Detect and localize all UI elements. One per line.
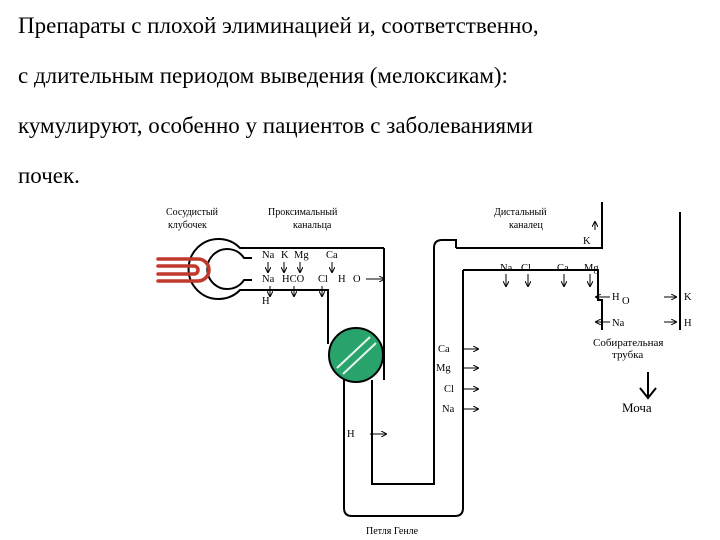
ion-ca: Ca: [326, 250, 338, 261]
proximal-ions: Na K Mg Ca Na HCO Cl H O H: [262, 250, 384, 307]
ion-na: Na: [262, 250, 275, 261]
collecting-label-1: Собирательная: [593, 337, 663, 349]
distal-tubule: [456, 202, 681, 330]
ion-h2: H: [338, 274, 346, 285]
glomerulus-label-2: клубочек: [168, 220, 207, 231]
glomerulus-vessel: [156, 257, 211, 283]
distal-ion-ca: Ca: [557, 263, 569, 274]
henle-ion-na: Na: [442, 404, 455, 415]
ion-o: O: [353, 274, 361, 285]
distal-label-1: Дистальный: [494, 207, 547, 218]
text-line-1: Препараты с плохой элиминацией и, соотве…: [18, 13, 539, 38]
distal-ion-k: K: [583, 236, 591, 247]
collecting-ion-na: Na: [612, 318, 625, 329]
proximal-label-1: Проксимальный: [268, 207, 338, 218]
collecting-ion-h: H: [684, 318, 692, 329]
distal-label-2: каналец: [509, 220, 543, 231]
henle-label: Петля Генле: [366, 526, 419, 537]
ion-h: H: [262, 296, 270, 307]
ion-k: K: [281, 250, 289, 261]
distal-ion-cl: Cl: [521, 263, 531, 274]
collecting-ion-k: K: [684, 292, 692, 303]
proximal-label-2: канальца: [293, 220, 332, 231]
distal-ion-mg: Mg: [584, 263, 599, 274]
ion-cl: Cl: [318, 274, 328, 285]
ion-na-2: Na: [262, 274, 275, 285]
collecting-ions: H O K Na H: [596, 292, 692, 329]
proximal-tubule: [252, 247, 385, 344]
distal-ion-na: Na: [500, 263, 513, 274]
distal-ions: K Na Cl Ca Mg: [500, 222, 599, 286]
ion-mg: Mg: [294, 250, 309, 261]
henle-ion-cl: Cl: [444, 384, 454, 395]
glomerulus-label-1: Сосудистый: [166, 207, 219, 218]
description-text: Препараты с плохой элиминацией и, соотве…: [18, 6, 708, 206]
text-line-3: кумулируют, особенно у пациентов с забол…: [18, 113, 533, 138]
ion-hco: HCO: [282, 274, 305, 285]
henle-ion-ca: Ca: [438, 344, 450, 355]
collecting-label-2: трубка: [612, 349, 643, 361]
urine-label: Моча: [622, 400, 652, 415]
henle-water: H: [347, 429, 355, 440]
transporter-disk-icon: [328, 327, 384, 383]
down-arrow-icon: [639, 372, 657, 400]
text-line-2: с длительным периодом выведения (мелокси…: [18, 63, 508, 88]
text-line-4: почек.: [18, 163, 80, 188]
collecting-ion-h: H: [612, 292, 620, 303]
henle-ions: Ca Mg Cl Na H: [347, 344, 478, 440]
collecting-ion-o: O: [622, 296, 630, 307]
henle-ion-mg: Mg: [436, 363, 451, 374]
